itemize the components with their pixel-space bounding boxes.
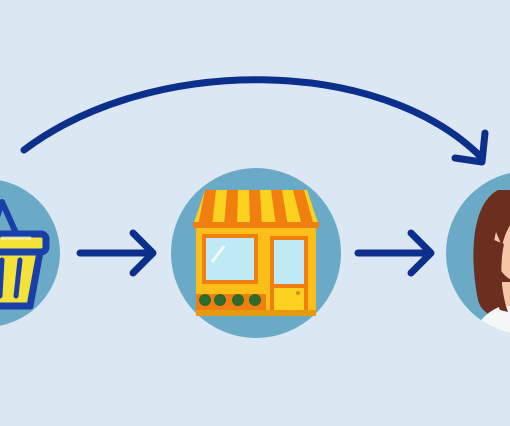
shop-stage <box>171 168 341 338</box>
basket-icon <box>0 199 50 310</box>
awning <box>193 190 319 228</box>
curved-arrow-icon <box>20 76 489 166</box>
customer-stage <box>446 173 510 335</box>
basket-stage <box>0 180 60 326</box>
arrow-right-icon <box>354 229 435 277</box>
shop-icon <box>193 190 319 316</box>
arrow-right-icon <box>76 229 157 277</box>
